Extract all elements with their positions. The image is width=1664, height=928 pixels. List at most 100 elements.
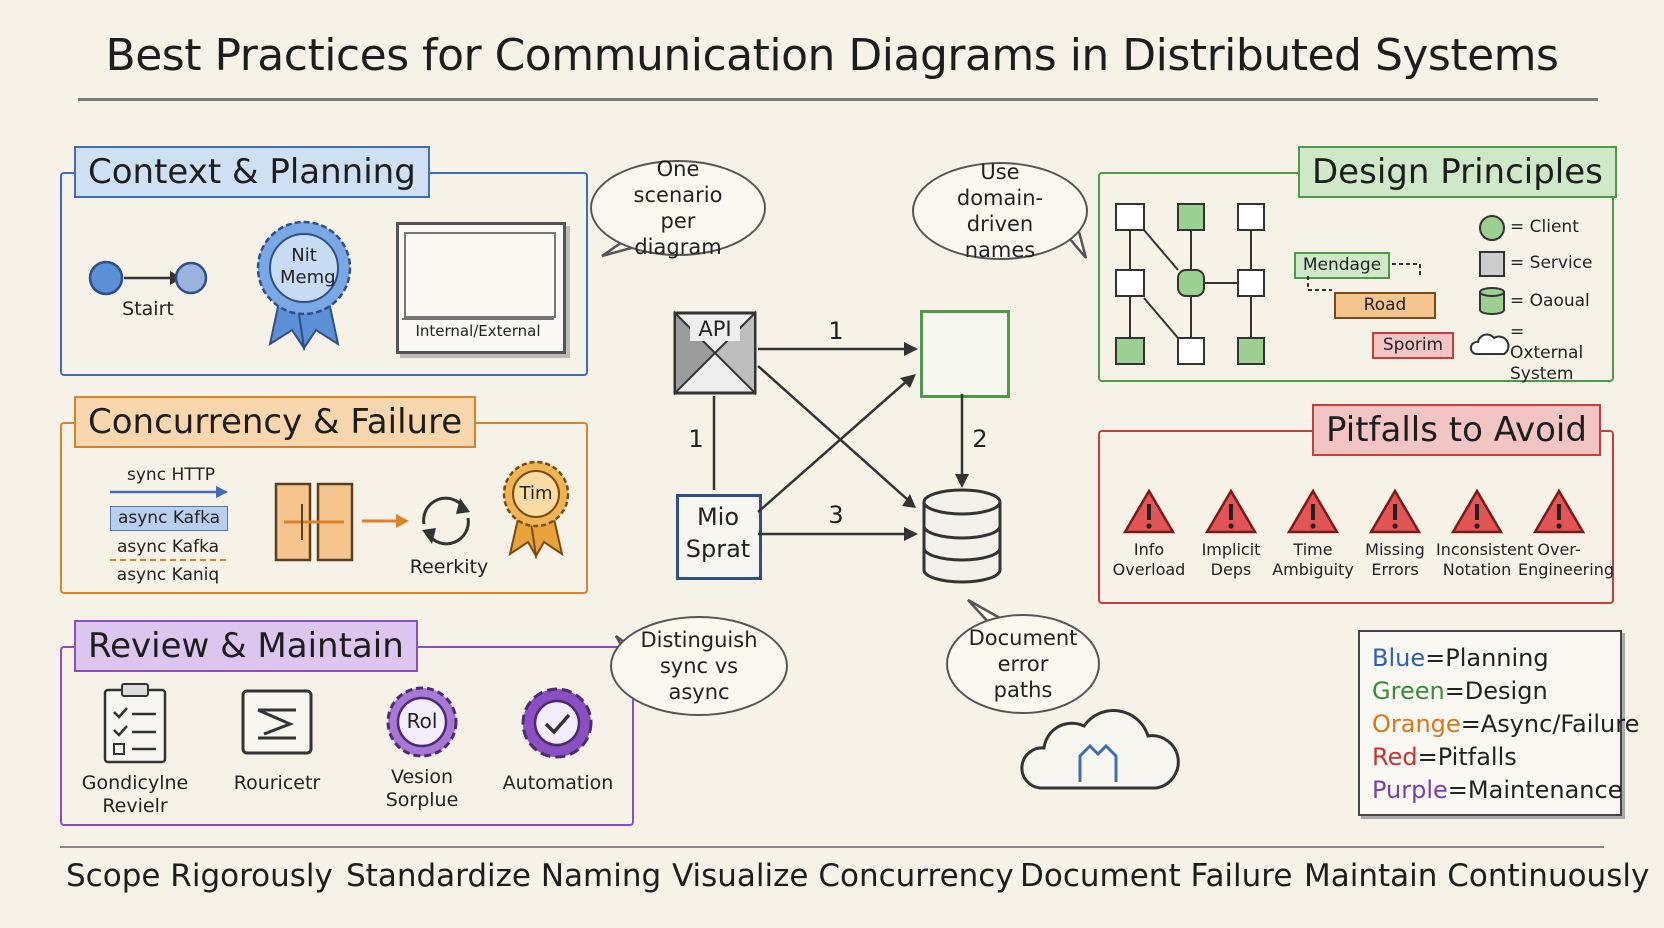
bubble-one-scenario: One scenario per diagram (590, 157, 766, 259)
review-inbox-icon (241, 689, 313, 755)
design-legend-client: = Client (1510, 217, 1579, 237)
start-label: Stairt (122, 298, 174, 320)
legend-color-word: Red (1372, 743, 1418, 771)
timer-badge-label: Tim (519, 483, 553, 504)
design-principles-title: Design Principles (1298, 146, 1617, 198)
sync-http-label: sync HTTP (127, 465, 215, 485)
legend-service-icon (1479, 251, 1505, 277)
cloud-icon (1020, 709, 1180, 790)
legend-entry: Orange=Async/Failure (1372, 708, 1639, 741)
warning-icon (1532, 488, 1586, 534)
boundary-frame-inner (404, 232, 556, 318)
pitfall-item: Implicit Deps (1190, 488, 1272, 580)
legend-meaning: =Maintenance (1447, 776, 1623, 804)
legend-meaning: =Planning (1425, 644, 1549, 672)
microservice-label-1: Mio (696, 503, 740, 531)
pitfall-item: Info Overload (1108, 488, 1190, 580)
legend-color-word: Blue (1372, 644, 1426, 672)
checklist-icon (103, 683, 167, 764)
concurrency-failure-title: Concurrency & Failure (74, 396, 477, 448)
page-title: Best Practices for Communication Diagram… (105, 30, 1559, 81)
review-item-1-label: Gondicylne Revielr (81, 772, 189, 817)
design-tag-sporim: Sporim (1372, 332, 1454, 359)
edge-label-1: 1 (828, 317, 844, 345)
legend-external-icon (1469, 333, 1510, 355)
design-tag-road: Road (1334, 292, 1436, 319)
pitfall-label: Implicit Deps (1201, 540, 1261, 579)
bubble-error-paths: Document error paths (946, 614, 1100, 714)
pitfall-label: Info Overload (1112, 540, 1186, 579)
legend-color-word: Orange (1372, 710, 1461, 738)
legend-entry: Green=Design (1372, 675, 1608, 708)
warning-icon (1286, 488, 1340, 534)
design-legend-service: = Service (1510, 253, 1593, 273)
legend-meaning: =Design (1444, 677, 1548, 705)
microservice-node (676, 494, 762, 580)
orange-arrow-icon (362, 514, 409, 528)
bubble-domain-names: Use domain-driven names (912, 160, 1088, 262)
design-graph-icon (1115, 203, 1265, 365)
warning-icon (1204, 488, 1258, 534)
legend-entry: Red=Pitfalls (1372, 741, 1608, 774)
legend-meaning: =Pitfalls (1417, 743, 1517, 771)
design-legend-external: = Oxternal System (1510, 322, 1584, 384)
edge-label-3: 2 (972, 425, 988, 453)
pitfall-label: Inconsistent Notation (1436, 540, 1534, 579)
legend-color-word: Green (1372, 677, 1445, 705)
design-legend-queue: = Oaoual (1510, 291, 1590, 311)
review-item-3-label: Vesion Sorplue (385, 766, 459, 811)
api-node-label: API (690, 318, 740, 341)
design-dashed-links (1307, 263, 1421, 291)
retry-label: Reerkity (409, 556, 489, 578)
timer-badge-icon (502, 460, 570, 559)
bottom-maintain: Maintain Continuously (1304, 858, 1650, 894)
boundary-frame-label: Internal/External (402, 318, 554, 343)
ribbon-badge-icon (256, 220, 352, 351)
pitfall-item: Over-Engineering (1518, 488, 1614, 580)
parallel-box-icon (274, 482, 354, 562)
bottom-naming: Standardize Naming (346, 858, 662, 894)
pitfall-item: Time Ambiguity (1272, 488, 1354, 580)
warning-icon (1450, 488, 1504, 534)
pitfall-item: Missing Errors (1354, 488, 1436, 580)
database-icon (922, 488, 1002, 584)
bottom-concurrency: Visualize Concurrency (672, 858, 1014, 894)
service-node (920, 310, 1010, 398)
edge-label-4: 3 (828, 501, 844, 529)
legend-client-icon (1479, 215, 1505, 241)
pitfall-label: Over-Engineering (1518, 540, 1614, 579)
legend-entry: Blue=Planning (1372, 642, 1608, 675)
warning-icon (1368, 488, 1422, 534)
pitfall-label: Time Ambiguity (1272, 540, 1354, 579)
legend-queue-icon (1479, 287, 1505, 315)
edge-label-2: 1 (688, 425, 704, 453)
context-planning-title: Context & Planning (74, 146, 430, 198)
bubble-sync-async: Distinguish sync vs async (610, 616, 788, 716)
pitfall-label: Missing Errors (1365, 540, 1425, 579)
badge-label: Nit Memg (280, 245, 336, 288)
version-gear-icon (386, 686, 458, 758)
bottom-rule (60, 846, 1604, 848)
boundary-frame (396, 222, 566, 354)
pitfall-item: Inconsistent Notation (1436, 488, 1534, 580)
title-underline (78, 98, 1598, 101)
design-tag-mendage: Mendage (1294, 252, 1390, 279)
legend-color-word: Purple (1372, 776, 1448, 804)
review-maintain-title: Review & Maintain (74, 620, 418, 672)
review-item-4-label: Automation (502, 772, 614, 794)
pitfall-row: Info Overload Implicit Deps Time Ambiguity… (1108, 488, 1614, 588)
bottom-failure: Document Failure (1020, 858, 1293, 894)
bottom-scope: Scope Rigorously (66, 858, 333, 894)
async-kaniq-label: async Kaniq (116, 565, 220, 585)
pitfalls-title: Pitfalls to Avoid (1312, 404, 1601, 456)
legend-meaning: =Async/Failure (1460, 710, 1640, 738)
async-kafka-highlight: async Kafka (110, 506, 228, 531)
async-kafka-label: async Kafka (110, 536, 226, 561)
automation-gear-icon (521, 687, 593, 759)
warning-icon (1122, 488, 1176, 534)
retry-cycle-icon (422, 496, 470, 546)
version-gear-label: Rol (406, 709, 438, 733)
